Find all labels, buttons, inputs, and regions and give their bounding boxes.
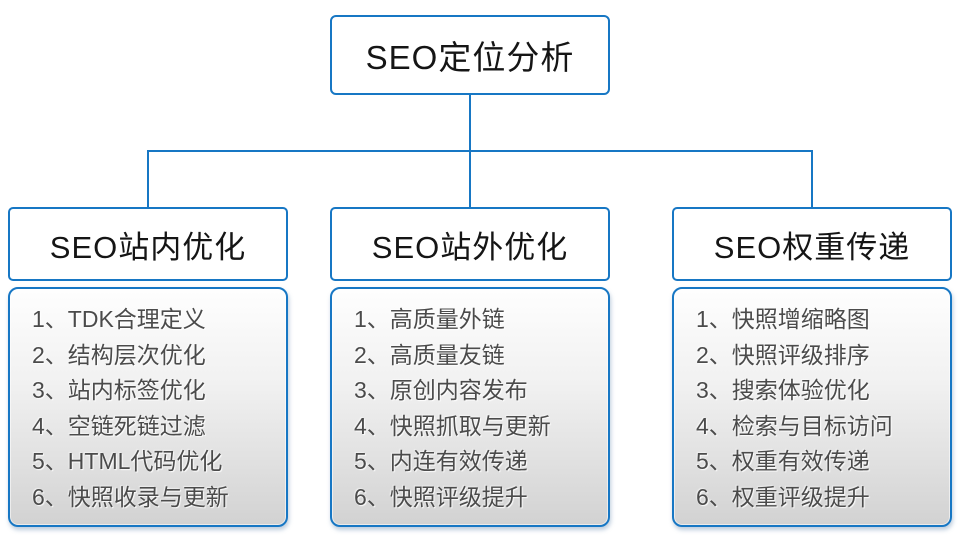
list-item: 6、快照收录与更新 [32, 483, 229, 510]
list-item: 1、快照增缩略图 [696, 306, 870, 332]
weight-item-list: 1、快照增缩略图 2、快照评级排序 3、搜索体验优化 4、检索与目标访问 5、权… [696, 302, 940, 515]
list-item: 3、原创内容发布 [354, 377, 528, 403]
list-item: 5、权重有效传递 [696, 448, 870, 474]
list-onsite-optimization: 1、TDK合理定义 2、结构层次优化 3、站内标签优化 4、空链死链过滤 5、H… [8, 287, 288, 527]
list-item: 4、快照抓取与更新 [354, 412, 551, 439]
list-item: 5、HTML代码优化 [32, 448, 223, 474]
list-offsite-optimization: 1、高质量外链 2、高质量友链 3、原创内容发布 4、快照抓取与更新 5、内连有… [330, 287, 610, 527]
list-item: 5、内连有效传递 [354, 448, 528, 474]
node-weight-transfer: SEO权重传递 [672, 207, 952, 281]
list-item: 2、高质量友链 [354, 341, 505, 368]
list-item: 4、检索与目标访问 [696, 412, 893, 439]
root-node-title: SEO定位分析 [365, 39, 575, 76]
list-weight-transfer: 1、快照增缩略图 2、快照评级排序 3、搜索体验优化 4、检索与目标访问 5、权… [672, 287, 952, 527]
node-onsite-optimization: SEO站内优化 [8, 207, 288, 281]
connector-drop-center [469, 150, 471, 207]
node-offsite-title: SEO站外优化 [371, 229, 569, 265]
list-item: 6、权重评级提升 [696, 483, 870, 510]
node-weight-title: SEO权重传递 [713, 229, 911, 265]
root-node: SEO定位分析 [330, 15, 610, 95]
connector-horizontal [147, 150, 813, 152]
list-item: 1、高质量外链 [354, 306, 505, 332]
connector-root-stem [469, 95, 471, 152]
list-item: 1、TDK合理定义 [32, 306, 206, 332]
connector-drop-left [147, 150, 149, 207]
node-offsite-optimization: SEO站外优化 [330, 207, 610, 281]
node-onsite-title: SEO站内优化 [49, 229, 247, 265]
list-item: 3、站内标签优化 [32, 377, 206, 403]
list-item: 4、空链死链过滤 [32, 412, 206, 439]
list-item: 6、快照评级提升 [354, 483, 528, 510]
connector-drop-right [811, 150, 813, 207]
list-item: 3、搜索体验优化 [696, 377, 870, 403]
list-item: 2、结构层次优化 [32, 341, 206, 368]
onsite-item-list: 1、TDK合理定义 2、结构层次优化 3、站内标签优化 4、空链死链过滤 5、H… [32, 302, 276, 515]
list-item: 2、快照评级排序 [696, 341, 870, 368]
offsite-item-list: 1、高质量外链 2、高质量友链 3、原创内容发布 4、快照抓取与更新 5、内连有… [354, 302, 598, 515]
